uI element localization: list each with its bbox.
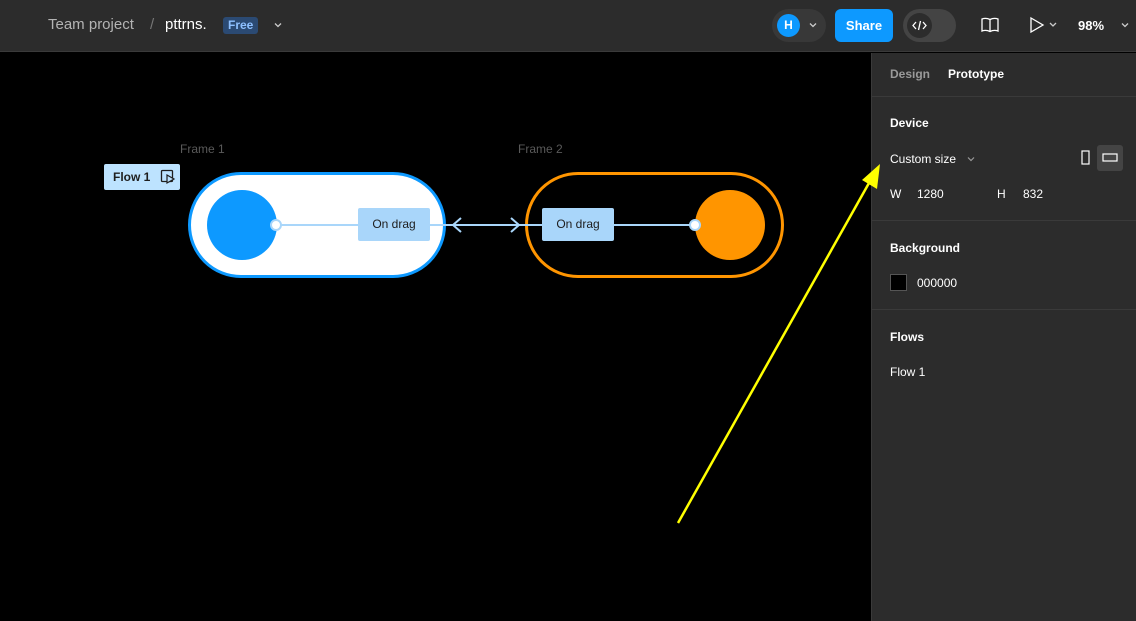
top-toolbar: Team project / pttrns. Free H Share 98% bbox=[0, 0, 1136, 52]
prototype-connections bbox=[270, 217, 701, 233]
frame1-label[interactable]: Frame 1 bbox=[180, 142, 225, 156]
chevron-down-icon bbox=[967, 157, 975, 162]
flow-list-item[interactable]: Flow 1 bbox=[890, 365, 926, 379]
connection-node[interactable] bbox=[689, 219, 701, 231]
height-input[interactable]: 832 bbox=[1023, 187, 1044, 201]
breadcrumb-team[interactable]: Team project bbox=[48, 16, 134, 33]
flows-section-title: Flows bbox=[890, 330, 925, 344]
chevron-down-icon[interactable] bbox=[808, 20, 818, 30]
interaction-trigger-2[interactable]: On drag bbox=[542, 208, 614, 241]
frame2-label[interactable]: Frame 2 bbox=[518, 142, 563, 156]
device-preset-value: Custom size bbox=[890, 152, 957, 166]
divider bbox=[872, 309, 1136, 310]
breadcrumb-separator: / bbox=[150, 16, 155, 33]
blue-circle[interactable] bbox=[207, 190, 277, 260]
tab-prototype[interactable]: Prototype bbox=[948, 67, 1005, 81]
width-label: W bbox=[890, 187, 902, 201]
background-hex-input[interactable]: 000000 bbox=[917, 276, 958, 290]
flow-play-icon bbox=[160, 169, 176, 185]
plan-badge: Free bbox=[223, 17, 259, 34]
flow-starting-point-tag[interactable]: Flow 1 bbox=[104, 164, 180, 190]
canvas[interactable]: Frame 1 Frame 2 Flow 1 On drag On drag bbox=[0, 53, 871, 621]
interaction-trigger-1[interactable]: On drag bbox=[358, 208, 430, 241]
library-book-icon[interactable] bbox=[980, 16, 1000, 39]
tab-design[interactable]: Design bbox=[890, 67, 931, 81]
background-section-title: Background bbox=[890, 241, 961, 255]
chevron-down-icon[interactable] bbox=[1120, 20, 1130, 30]
flow-tag-label: Flow 1 bbox=[113, 170, 151, 184]
width-input[interactable]: 1280 bbox=[917, 187, 944, 201]
portrait-icon[interactable] bbox=[1073, 145, 1099, 171]
chevron-down-icon[interactable] bbox=[273, 20, 283, 30]
file-name[interactable]: pttrns. bbox=[165, 16, 207, 33]
zoom-level[interactable]: 98% bbox=[1078, 18, 1105, 33]
dev-mode-toggle[interactable] bbox=[903, 9, 956, 42]
properties-panel: Design Prototype Device Custom size W 12… bbox=[871, 53, 1136, 621]
avatar[interactable]: H bbox=[777, 14, 800, 37]
landscape-icon[interactable] bbox=[1097, 145, 1123, 171]
height-label: H bbox=[997, 187, 1006, 201]
play-icon[interactable] bbox=[1029, 16, 1063, 39]
arrow-head bbox=[451, 217, 462, 233]
share-button[interactable]: Share bbox=[835, 9, 893, 42]
code-icon bbox=[912, 20, 927, 31]
divider bbox=[872, 220, 1136, 221]
arrow-head bbox=[510, 217, 521, 233]
background-color-swatch[interactable] bbox=[890, 274, 907, 291]
divider bbox=[872, 96, 1136, 97]
device-section-title: Device bbox=[890, 116, 929, 130]
connection-node[interactable] bbox=[270, 219, 282, 231]
multiplayer-avatar-menu[interactable]: H bbox=[772, 9, 826, 42]
